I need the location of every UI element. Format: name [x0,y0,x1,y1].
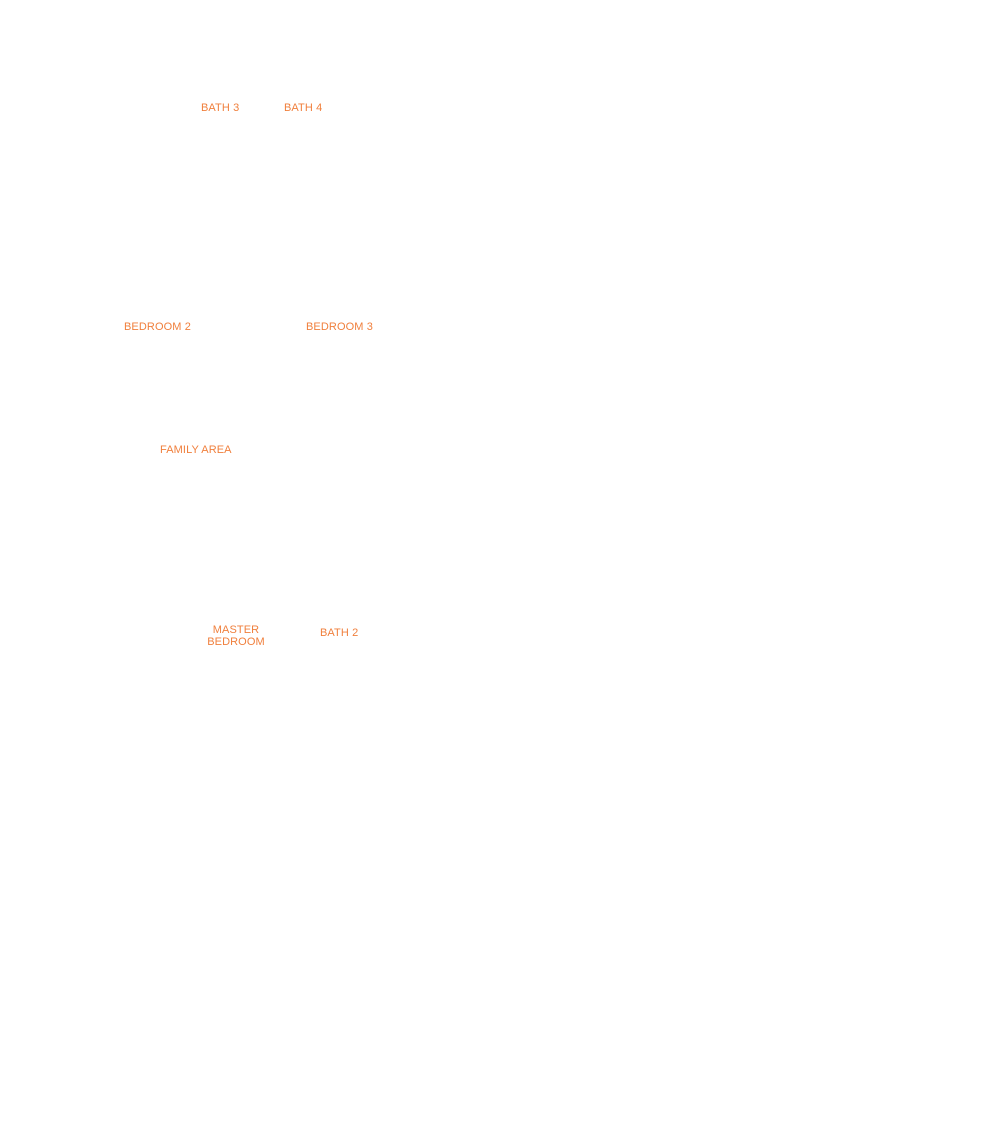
room-label-master-bedroom: MASTER BEDROOM [205,624,267,648]
room-label-bedroom-3: BEDROOM 3 [306,321,373,333]
room-label-bath-4: BATH 4 [284,102,323,114]
master-bedroom-line-1: MASTER [212,624,260,636]
room-label-bath-2: BATH 2 [320,627,359,639]
room-label-family-area: FAMILY AREA [160,444,232,456]
room-label-bedroom-2: BEDROOM 2 [124,321,191,333]
master-bedroom-line-2: BEDROOM [207,636,265,648]
room-label-bath-3: BATH 3 [201,102,240,114]
